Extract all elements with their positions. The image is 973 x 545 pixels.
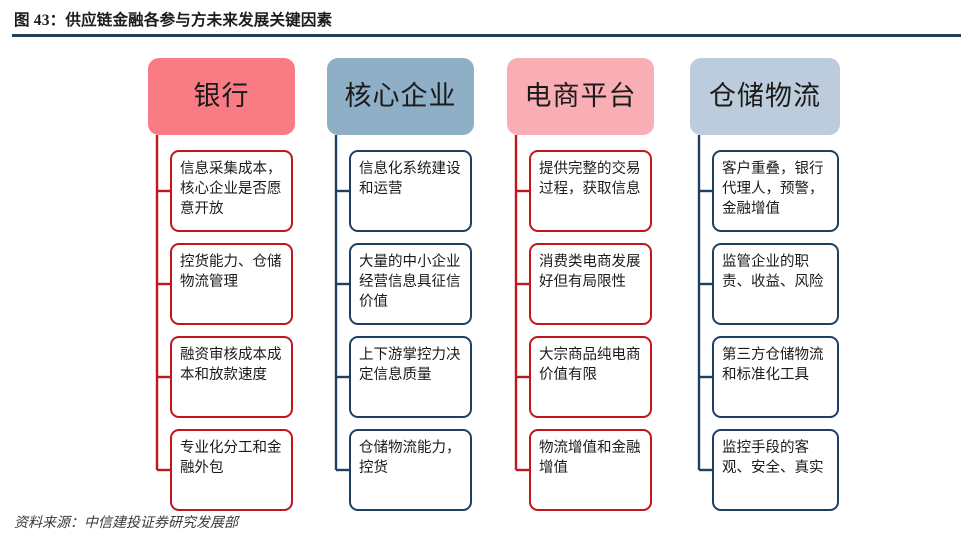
node-box[interactable]: 消费类电商发展好但有局限性 [529,243,652,325]
node-box[interactable]: 大宗商品纯电商价值有限 [529,336,652,418]
page-title: 图 43：供应链金融各参与方未来发展关键因素 [14,12,333,29]
node-text: 仓储物流能力，控货 [359,440,461,476]
header-label: 电商平台 [524,81,637,111]
node-box[interactable]: 仓储物流能力，控货 [349,429,472,511]
node-box[interactable]: 监控手段的客观、安全、真实 [712,429,839,511]
node-text: 信息化系统建设和运营 [359,161,461,197]
node-text: 物流增值和金融增值 [539,440,641,476]
header-label: 银行 [193,81,250,111]
node-text: 监控手段的客观、安全、真实 [722,440,824,476]
node-box[interactable]: 大量的中小企业经营信息具征信价值 [349,243,472,325]
node-text: 大宗商品纯电商价值有限 [539,347,641,383]
diagram-canvas: 银行 信息采集成本，核心企业是否愿意开放 控货能力、仓储物流管理 融资审核成本成… [0,38,973,511]
header-label: 核心企业 [344,81,457,111]
node-box[interactable]: 客户重叠，银行代理人，预警，金融增值 [712,150,839,232]
node-box[interactable]: 信息采集成本，核心企业是否愿意开放 [170,150,293,232]
node-box[interactable]: 融资审核成本成本和放款速度 [170,336,293,418]
node-text: 大量的中小企业经营信息具征信价值 [359,254,461,310]
title-divider [12,34,961,37]
node-box[interactable]: 上下游掌控力决定信息质量 [349,336,472,418]
node-box[interactable]: 物流增值和金融增值 [529,429,652,511]
node-text: 控货能力、仓储物流管理 [180,254,282,290]
header-box-warehousing-logistics[interactable]: 仓储物流 [690,58,840,135]
node-box[interactable]: 控货能力、仓储物流管理 [170,243,293,325]
header-box-bank[interactable]: 银行 [148,58,295,135]
node-box[interactable]: 信息化系统建设和运营 [349,150,472,232]
node-text: 上下游掌控力决定信息质量 [359,347,461,383]
node-text: 第三方仓储物流和标准化工具 [722,347,824,383]
node-text: 提供完整的交易过程，获取信息 [539,161,641,197]
header-label: 仓储物流 [709,81,821,111]
node-box[interactable]: 专业化分工和金融外包 [170,429,293,511]
node-text: 消费类电商发展好但有局限性 [539,254,641,290]
node-text: 监管企业的职责、收益、风险 [722,254,824,290]
node-box[interactable]: 监管企业的职责、收益、风险 [712,243,839,325]
header-box-ecommerce-platform[interactable]: 电商平台 [507,58,654,135]
node-box[interactable]: 第三方仓储物流和标准化工具 [712,336,839,418]
node-text: 信息采集成本，核心企业是否愿意开放 [180,161,282,217]
node-text: 融资审核成本成本和放款速度 [180,347,282,383]
node-text: 专业化分工和金融外包 [180,440,282,476]
node-box[interactable]: 提供完整的交易过程，获取信息 [529,150,652,232]
node-text: 客户重叠，银行代理人，预警，金融增值 [722,161,824,217]
source-note: 资料来源：中信建投证券研究发展部 [14,516,238,531]
header-box-core-enterprise[interactable]: 核心企业 [327,58,474,135]
